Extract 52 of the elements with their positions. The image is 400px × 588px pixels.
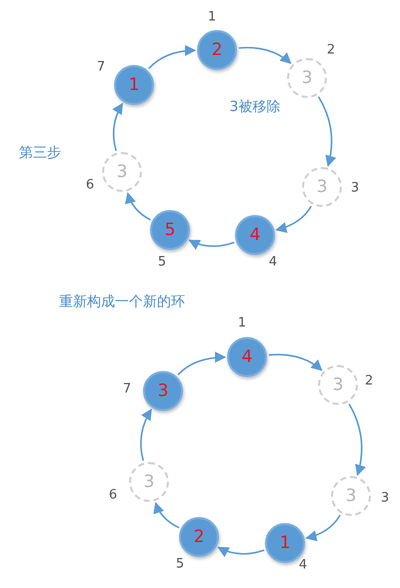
arrow <box>268 354 323 371</box>
node-number: 4 <box>242 347 252 367</box>
position-number: 3 <box>350 180 360 196</box>
arrow <box>112 102 124 151</box>
arrow <box>348 404 366 476</box>
arrow <box>318 96 336 167</box>
node-number: 2 <box>194 527 204 547</box>
node-number: 1 <box>128 75 140 95</box>
position-number: 4 <box>298 558 308 572</box>
circle-node <box>227 337 267 377</box>
arrow <box>177 352 226 376</box>
note-text: 3被移除 <box>230 98 280 116</box>
circle-node <box>235 215 275 255</box>
note-text: 重新构成一个新的环 <box>59 293 185 311</box>
node-number: 3 <box>116 162 128 182</box>
position-number: 1 <box>238 316 246 330</box>
position-number: 2 <box>364 374 374 388</box>
node-number: 3 <box>332 375 344 395</box>
node-number: 3 <box>346 486 356 506</box>
position-number: 5 <box>158 254 166 270</box>
arrow <box>217 546 264 557</box>
position-number: 7 <box>122 382 132 396</box>
arrow <box>188 240 235 250</box>
node-number: 3 <box>158 381 168 401</box>
circle-node <box>114 65 154 105</box>
position-number: 1 <box>208 10 216 24</box>
circle-node <box>150 210 190 250</box>
arrow <box>148 45 196 70</box>
arrow <box>140 408 152 461</box>
node-number: 3 <box>316 177 328 197</box>
node-number: 2 <box>212 40 222 60</box>
arrow <box>305 514 341 541</box>
arrow <box>275 206 312 233</box>
circle-node <box>143 371 183 411</box>
arrow <box>125 192 151 221</box>
position-number: 2 <box>326 42 336 58</box>
position-number: 3 <box>380 490 390 506</box>
position-number: 7 <box>96 60 106 74</box>
node-number: 3 <box>144 472 154 492</box>
arrow <box>238 46 292 64</box>
node-number: 5 <box>164 220 176 240</box>
position-number: 6 <box>86 178 94 192</box>
note-text: 第三步 <box>19 144 61 162</box>
position-number: 6 <box>108 488 118 502</box>
position-number: 5 <box>176 556 184 572</box>
node-number: 4 <box>250 225 260 245</box>
node-number: 1 <box>280 533 290 553</box>
circle-node <box>179 517 219 557</box>
arrow <box>154 502 180 528</box>
position-number: 4 <box>268 254 278 270</box>
circle-node <box>197 30 237 70</box>
node-number: 3 <box>302 68 312 88</box>
